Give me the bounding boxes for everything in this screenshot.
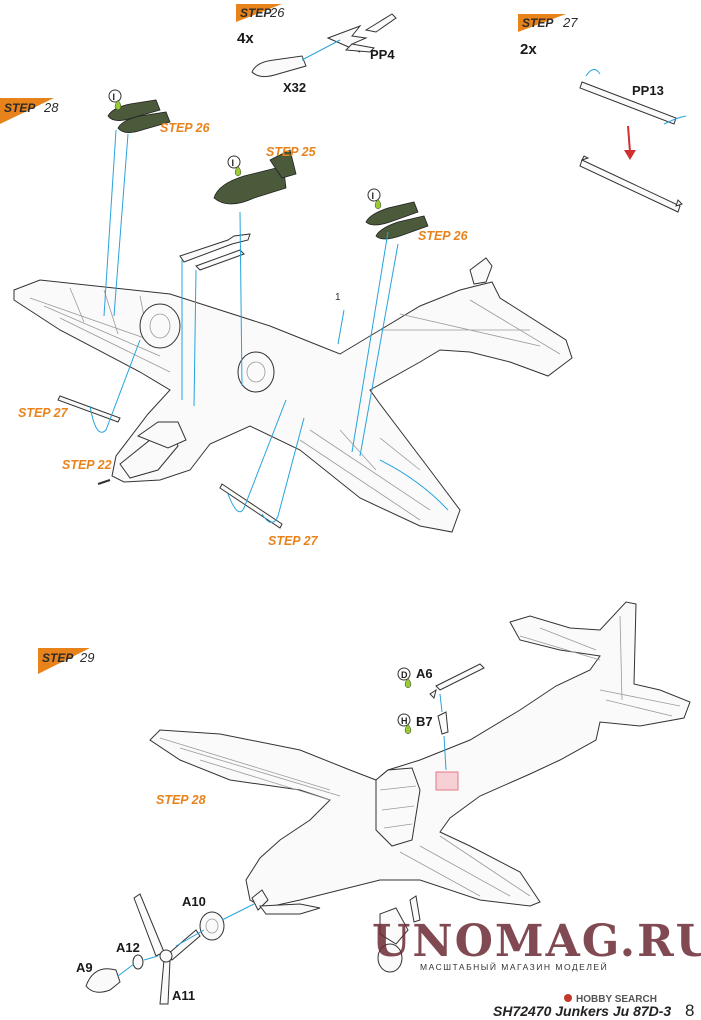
marker-circle-a6 [397,667,411,681]
part-number-1: 1 [335,292,341,303]
step-29-flag [38,648,90,674]
ref-step-26-left: STEP 26 [160,121,211,135]
airframe-step-29 [149,601,691,973]
ref-step-25: STEP 25 [266,145,317,159]
footer: HOBBY SEARCH SH72470 Junkers Ju 87D-3 8 [493,994,694,1020]
red-arrow-shaft [627,125,631,153]
spinner-part-a10 [199,911,225,941]
step-29-number: 29 [79,650,94,665]
marker-circle-left [108,89,122,103]
footer-code: SH72470 Junkers Ju 87D-3 [493,1003,671,1019]
step-28-word: STEP [4,101,36,115]
glue-drop-icon [404,723,412,735]
rack-tab [675,199,683,207]
rack-part-pp13-upper [579,81,677,125]
step-27-block: STEP 27 2x PP13 [518,14,687,213]
step-29-word: STEP [42,651,74,665]
part-label-a9: A9 [76,960,93,975]
spinner-cap-a9 [85,968,121,993]
glue-drop-icon [404,677,412,689]
ref-step-26-right: STEP 26 [418,229,469,243]
step-26-block: STEP 26 4x PP4 X32 [236,4,397,95]
antenna-part-a6 [429,663,485,699]
step-26-number: 26 [269,5,285,20]
step-28-flag [0,98,54,124]
step-28-block: STEP 28 I STEP 26 I STEP 25 I STEP 26 [0,89,573,548]
step-29-block: STEP 29 STEP 28 D A6 [38,601,691,1005]
marker-right: I [372,191,375,201]
glue-drop-icon [114,99,122,111]
airframe-step-28 [13,257,573,533]
rack-tab [581,155,590,161]
step-27-quantity: 2x [520,41,537,58]
step-26-quantity: 4x [237,30,254,47]
ref-step-22: STEP 22 [62,458,112,472]
step-26-flag [236,4,282,22]
step-27-number: 27 [562,15,578,30]
ref-step-27-bottom: STEP 27 [268,534,319,548]
ref-step-28: STEP 28 [156,793,206,807]
propeller-part-a11 [133,893,201,1005]
marker-circle-right [367,188,381,202]
step-27-flag [518,14,566,32]
bend-arrow-left [585,69,601,77]
guide-line [439,693,443,713]
bomb-crutch [179,233,251,271]
step-26-word: STEP [240,6,272,20]
marker-center: I [232,158,235,168]
wing-bomb-pair-right [365,201,429,240]
marker-a6: D [401,670,408,680]
hobby-search-logo-icon [564,994,572,1002]
watermark-title: UNOMAG.RU [372,916,701,967]
wing-bomb-pair-left [107,99,171,133]
collar-part-a12 [132,954,144,970]
part-label-pp13: PP13 [632,83,664,98]
part-label-a12: A12 [116,940,140,955]
hobby-search-tag: HOBBY SEARCH [576,994,657,1005]
guide-lines-step-28 [89,129,449,523]
guide-lines-step-29 [117,903,255,977]
marker-circle-center [227,155,241,169]
marker-left: I [113,92,116,102]
glue-drop-icon [374,198,382,210]
part-label-b7: B7 [416,714,433,729]
step-27-word: STEP [522,16,554,30]
guide-line [301,39,341,61]
red-arrow-head [624,150,636,160]
part-label-x32: X32 [283,80,306,95]
marker-b7: H [401,716,408,726]
guide-line [443,735,447,771]
step-28-number: 28 [43,100,59,115]
rack-bottom [219,483,283,529]
part-label-a10: A10 [182,894,206,909]
watermark-subtitle: МАСШТАБНЫЙ МАГАЗИН МОДЕЛЕЙ [420,961,608,972]
page-number: 8 [685,1001,694,1020]
glue-drop-icon [234,165,242,177]
bend-arrow-right [663,115,687,125]
ref-step-27-left: STEP 27 [18,406,69,420]
part-b7 [437,711,449,735]
watermark: UNOMAG.RU МАСШТАБНЫЙ МАГАЗИН МОДЕЛЕЙ [372,916,701,972]
rack-part-pp13-lower [579,159,681,213]
fin-part-pp4 [326,13,397,53]
part-label-pp4: PP4 [370,47,395,62]
marker-circle-b7 [397,713,411,727]
rack-left [57,395,121,423]
part-label-a6: A6 [416,666,433,681]
center-bomb [213,149,297,205]
part-label-a11: A11 [172,988,195,1003]
small-bomb-x32 [251,55,307,78]
